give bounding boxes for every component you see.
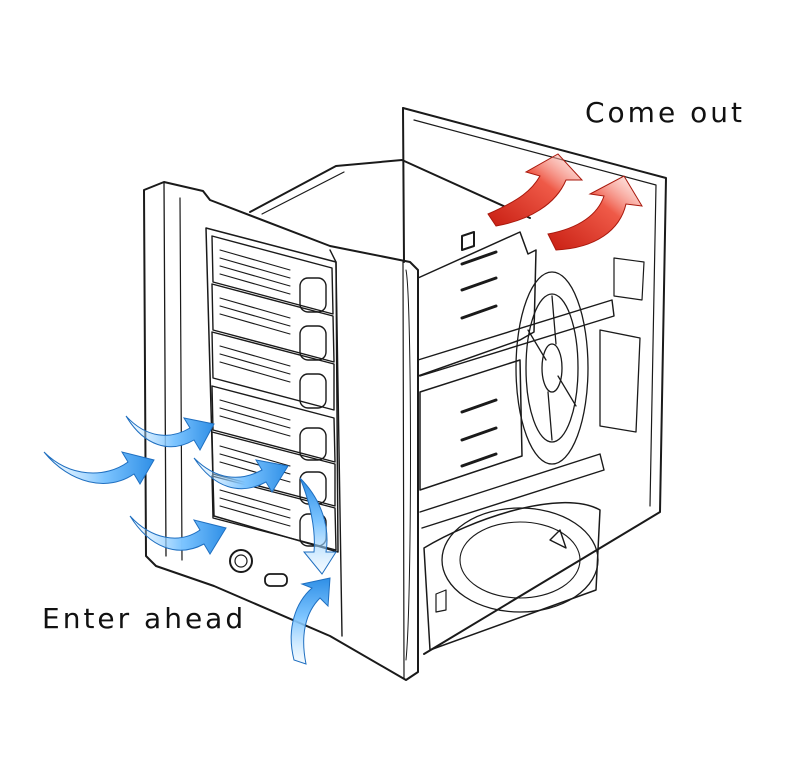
exhaust-arrows: [487, 153, 643, 251]
chassis-side-panel: [402, 107, 667, 655]
drive-tray-3: [211, 331, 335, 411]
tray-vents: [219, 249, 291, 527]
drive-bay-frame: [205, 227, 339, 553]
internal-cage-upper: [417, 231, 537, 377]
curved-arrow-blue-icon: [43, 451, 155, 485]
curved-arrow-blue-icon: [299, 477, 337, 575]
enclosure-drawing: [143, 107, 667, 681]
chassis-top-panel: [249, 159, 531, 219]
intake-label: Enter ahead: [42, 602, 247, 635]
curved-arrow-blue-icon: [129, 515, 227, 555]
curved-arrow-red-icon: [547, 175, 643, 251]
rear-io-panel: [599, 329, 641, 433]
drive-tray-5: [211, 431, 336, 507]
drive-trays: [211, 235, 337, 551]
internal-cage-lower: [419, 359, 523, 491]
intake-arrows: [43, 415, 337, 665]
usb-port: [264, 573, 288, 587]
power-supply: [423, 501, 601, 651]
curved-arrow-red-icon: [487, 153, 584, 227]
drive-tray-4: [211, 385, 336, 463]
drive-tray-2: [211, 283, 335, 363]
curved-arrow-blue-icon: [193, 457, 289, 493]
curved-arrow-blue-icon: [290, 577, 331, 665]
fan-icon: [515, 271, 589, 465]
chassis-front-bezel: [143, 181, 419, 681]
drive-tray-1: [211, 235, 334, 315]
exhaust-label: Come out: [585, 96, 745, 129]
power-button: [229, 549, 253, 573]
drive-tray-6: [211, 475, 337, 551]
curved-arrow-blue-icon: [125, 415, 215, 452]
